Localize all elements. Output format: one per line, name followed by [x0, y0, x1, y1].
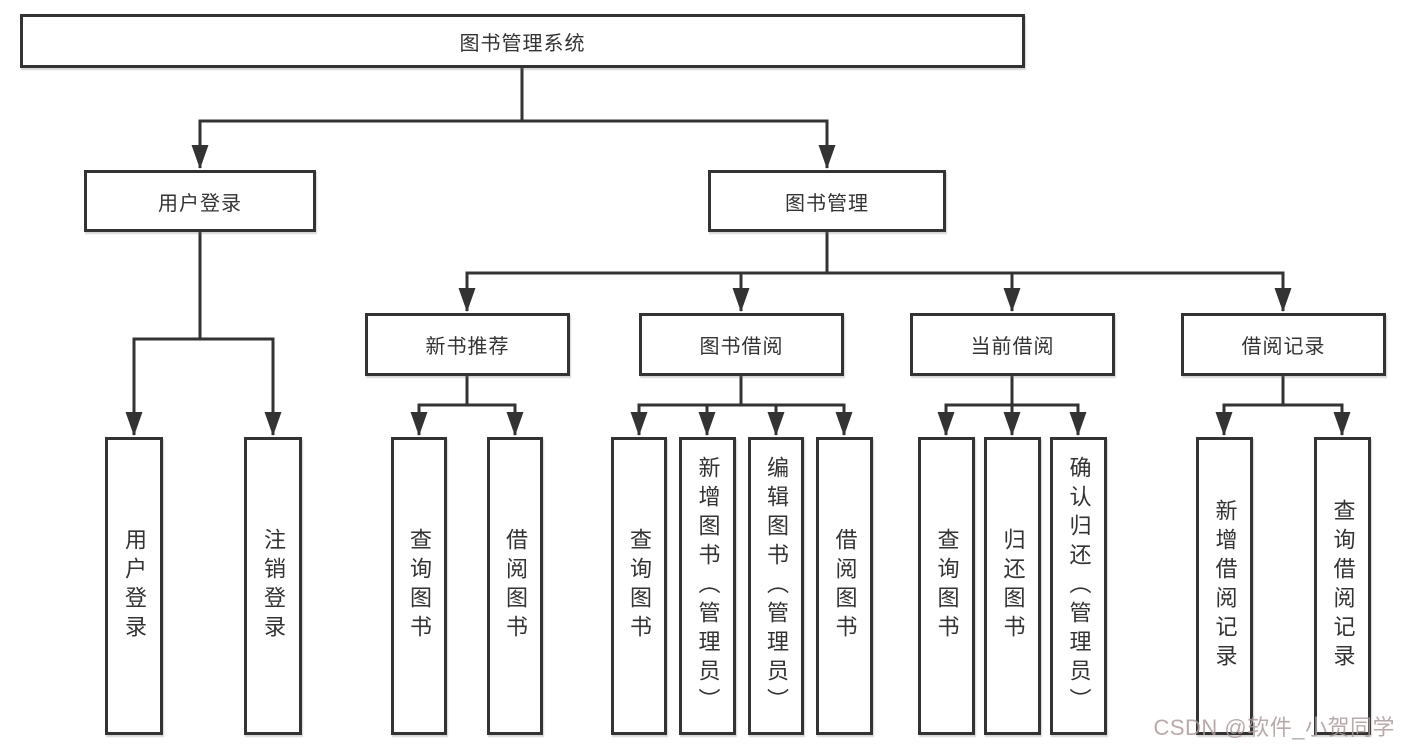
leaf-logout: 注销登录	[244, 437, 302, 735]
node-label: 查询图书	[627, 528, 652, 644]
node-label: 查询图书	[934, 528, 960, 644]
node-library-management-system: 图书管理系统	[20, 14, 1025, 68]
node-label: 借阅记录	[1241, 336, 1326, 358]
node-label: 用户登录	[158, 192, 242, 215]
node-book-management: 图书管理	[708, 170, 946, 232]
node-current-borrow: 当前借阅	[910, 313, 1115, 376]
leaf-query-books-2: 查询图书	[611, 437, 667, 735]
leaf-borrow-books: 借阅图书	[487, 437, 543, 735]
node-label: 新书推荐	[425, 336, 510, 358]
node-label: 确认归还（管理员）	[1066, 455, 1092, 717]
node-user-login: 用户登录	[84, 170, 316, 232]
node-label: 图书管理	[785, 192, 869, 215]
node-label: 借阅图书	[832, 528, 858, 644]
node-label: 查询图书	[407, 528, 432, 644]
leaf-borrow-books-2: 借阅图书	[816, 437, 873, 735]
leaf-query-books-3: 查询图书	[918, 437, 975, 735]
watermark: CSDN @软件_小贺同学	[1153, 715, 1395, 740]
node-label: 用户登录	[122, 528, 147, 644]
leaf-query-borrow-record: 查询借阅记录	[1314, 437, 1371, 735]
node-label: 查询借阅记录	[1330, 499, 1356, 673]
leaf-query-books: 查询图书	[391, 437, 447, 735]
node-label: 新增借阅记录	[1212, 499, 1238, 673]
node-book-borrow: 图书借阅	[639, 313, 844, 376]
node-new-book-recommend: 新书推荐	[365, 313, 570, 376]
leaf-return-books: 归还图书	[984, 437, 1041, 735]
node-label: 当前借阅	[970, 336, 1055, 358]
leaf-add-books-admin: 新增图书（管理员）	[679, 437, 736, 735]
node-label: 编辑图书（管理员）	[764, 455, 789, 717]
leaf-confirm-return-admin: 确认归还（管理员）	[1050, 437, 1107, 735]
leaf-edit-books-admin: 编辑图书（管理员）	[748, 437, 804, 735]
node-label: 注销登录	[261, 528, 286, 644]
node-borrow-records: 借阅记录	[1181, 313, 1386, 376]
leaf-add-borrow-record: 新增借阅记录	[1196, 437, 1253, 735]
node-label: 新增图书（管理员）	[695, 455, 721, 717]
node-label: 图书借阅	[699, 336, 784, 358]
leaf-user-login: 用户登录	[105, 437, 163, 735]
node-label: 借阅图书	[503, 528, 528, 644]
node-label: 归还图书	[1000, 528, 1026, 644]
node-label: 图书管理系统	[459, 32, 586, 55]
